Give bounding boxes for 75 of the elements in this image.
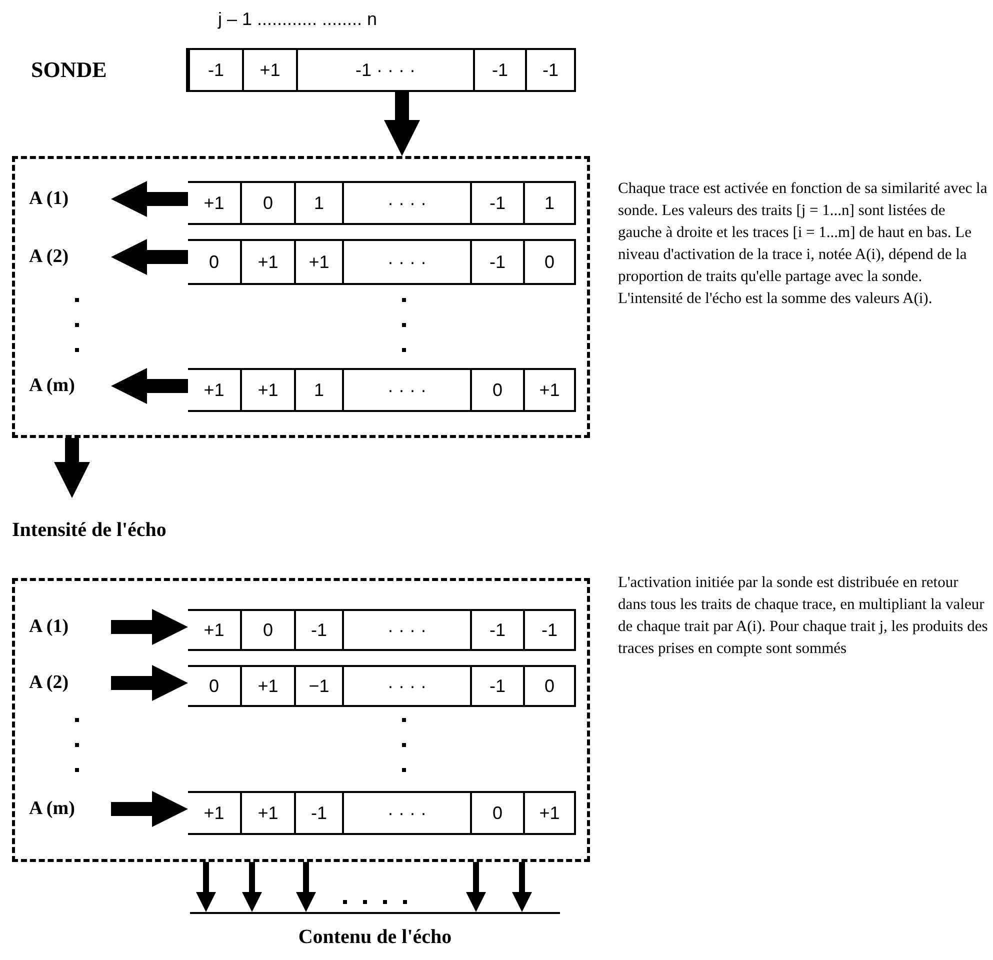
arrow bbox=[466, 862, 486, 912]
value-cell: +1 bbox=[240, 241, 294, 283]
value-cell: +1 bbox=[523, 370, 574, 410]
value-cell: +1 bbox=[242, 50, 296, 90]
arrow bbox=[296, 862, 316, 912]
arrow bbox=[196, 862, 216, 912]
arrow bbox=[111, 609, 188, 645]
activation-label: A (1) bbox=[29, 181, 111, 217]
value-cell-text: +1 bbox=[202, 802, 226, 824]
activation-label: A (m) bbox=[29, 791, 111, 827]
value-cell: 0 bbox=[240, 611, 294, 649]
value-cell: -1 bbox=[470, 241, 523, 283]
value-cell: -1 bbox=[523, 611, 574, 649]
arrow bbox=[512, 862, 532, 912]
value-cell: 0 bbox=[523, 241, 574, 283]
arrow bbox=[111, 368, 188, 404]
trace-vector bbox=[188, 368, 576, 412]
output-title: Contenu de l'écho bbox=[190, 912, 560, 952]
value-cell: · · · · bbox=[342, 370, 470, 410]
value-cell: +1 bbox=[523, 793, 574, 833]
value-cell: · · · · bbox=[342, 611, 470, 649]
value-cell: · · · · bbox=[342, 793, 470, 833]
description-text: Chaque trace est activée en fonction de sa similarité avec la sonde. Les valeurs des traits [j = 1...n] sont listées de gauche à droite et les traces [i = 1...m] de haut en bas. Le niveau d'activation de la trace i, notée A(i), dépend de la proportion de traits qu'elle partage avec la sonde. L'intensité de l'écho est la somme des valeurs A(i). bbox=[618, 179, 988, 309]
value-cell: -1 bbox=[470, 183, 523, 223]
arrow bbox=[54, 438, 90, 498]
arrow bbox=[111, 665, 188, 701]
value-cell: · · · · bbox=[342, 241, 470, 283]
intensity-title: Intensité de l'écho bbox=[12, 498, 172, 562]
value-cell: -1 bbox=[294, 793, 342, 833]
arrow bbox=[242, 862, 262, 912]
value-cell-text: +1 bbox=[202, 618, 226, 642]
value-cell: 1 bbox=[294, 183, 342, 223]
trace-vector bbox=[188, 791, 576, 835]
description-text: L'activation initiée par la sonde est distribuée en retour dans tous les traits de chaque trace, en multipliant la valeur de chaque trait par A(i). Pour chaque trait j, les produits des traces prises en compte sont sommés bbox=[618, 573, 989, 659]
trace-vector bbox=[188, 239, 576, 285]
activation-label: A (1) bbox=[29, 609, 111, 645]
index-range: j – 1 ............ ........ n bbox=[218, 8, 378, 31]
probe-vector bbox=[186, 48, 576, 92]
value-cell: +1 bbox=[294, 241, 342, 283]
value-cell: · · · · bbox=[342, 667, 470, 705]
value-cell: -1 bbox=[525, 50, 574, 90]
activation-label: A (2) bbox=[29, 665, 111, 701]
value-cell: -1 bbox=[473, 50, 525, 90]
value-cell: -1 bbox=[294, 611, 342, 649]
value-cell: -1 · · · · bbox=[296, 50, 473, 90]
dashed-frame bbox=[12, 578, 590, 862]
value-cell: 0 bbox=[523, 667, 574, 705]
value-cell: 0 bbox=[470, 793, 523, 833]
value-cell: −1 bbox=[294, 667, 342, 705]
value-cell-text: 0 bbox=[208, 674, 220, 698]
value-cell: +1 bbox=[240, 667, 294, 705]
trace-vector bbox=[188, 181, 576, 225]
value-cell-text: +1 bbox=[202, 378, 226, 402]
value-cell: -1 bbox=[470, 667, 523, 705]
activation-label: A (m) bbox=[29, 368, 111, 404]
activation-label: A (2) bbox=[29, 239, 111, 275]
value-cell: 1 bbox=[523, 183, 574, 223]
dashed-frame bbox=[12, 156, 590, 438]
arrow bbox=[111, 181, 188, 217]
value-cell: +1 bbox=[240, 793, 294, 833]
value-cell: -1 bbox=[188, 50, 242, 90]
value-cell: +1 bbox=[240, 370, 294, 410]
value-cell-text: 0 bbox=[208, 250, 220, 274]
trace-vector bbox=[188, 609, 576, 651]
trace-vector bbox=[188, 665, 576, 707]
arrow bbox=[111, 791, 188, 827]
arrow bbox=[111, 239, 188, 275]
row-title: SONDE bbox=[31, 56, 108, 84]
value-cell: -1 bbox=[470, 611, 523, 649]
value-cell: · · · · bbox=[342, 183, 470, 223]
value-cell: 0 bbox=[240, 183, 294, 223]
value-cell: 1 bbox=[294, 370, 342, 410]
value-cell: 0 bbox=[470, 370, 523, 410]
value-cell-text: +1 bbox=[202, 192, 226, 214]
arrow bbox=[384, 92, 420, 156]
